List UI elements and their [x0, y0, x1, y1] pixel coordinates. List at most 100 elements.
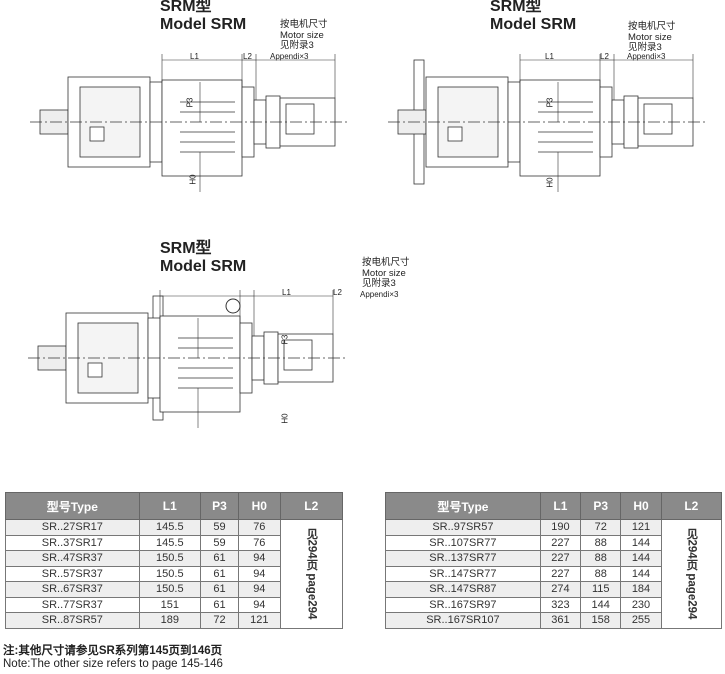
drawing-3 — [27, 289, 349, 429]
column-header: P3 — [199, 492, 240, 520]
column-header: L1 — [138, 492, 201, 520]
dim-l2: L2 — [333, 288, 342, 297]
footnote-cn: 注:其他尺寸请参见SR系列第145页到146页 — [3, 645, 223, 657]
table-cell: 150.5 — [138, 565, 201, 582]
dim-h0: H0 — [280, 413, 290, 424]
table-cell: 145.5 — [138, 519, 201, 536]
column-header: H0 — [238, 492, 281, 520]
table-cell: 94 — [238, 596, 281, 613]
dim-l2: L2 — [600, 52, 609, 61]
table-cell: 150.5 — [138, 550, 201, 567]
dim-h0: H0 — [188, 174, 198, 185]
table-cell: 227 — [539, 550, 582, 567]
table-cell: SR..27SR17 — [5, 519, 140, 536]
table-cell: 255 — [620, 612, 662, 629]
l2-note: 见294页 page294 — [305, 528, 318, 620]
table-cell: 61 — [199, 550, 240, 567]
technical-drawings — [27, 53, 709, 429]
table-cell: 151 — [138, 596, 201, 613]
column-header: L2 — [279, 492, 344, 520]
column-header: L2 — [660, 492, 723, 520]
table-cell: 61 — [199, 581, 240, 598]
table-cell: 61 — [199, 565, 240, 582]
table-cell: 76 — [238, 534, 281, 551]
dim-appendix: Appendi×3 — [360, 290, 399, 299]
table-cell: SR..97SR57 — [385, 519, 541, 536]
table-cell: 88 — [580, 534, 622, 551]
dim-p3: P3 — [545, 97, 555, 108]
column-header: 型号Type — [5, 492, 140, 520]
l2-note: 见294页 page294 — [685, 528, 698, 620]
column-header: H0 — [620, 492, 662, 520]
dim-h0: H0 — [545, 177, 555, 188]
table-cell: 88 — [580, 565, 622, 582]
dim-l2: L2 — [243, 52, 252, 61]
table-cell: 184 — [620, 581, 662, 598]
dim-p3: P3 — [185, 97, 195, 108]
table-cell: 230 — [620, 596, 662, 613]
table-cell: 144 — [620, 565, 662, 582]
table-cell: 115 — [580, 581, 622, 598]
table-cell: 150.5 — [138, 581, 201, 598]
table-cell: 323 — [539, 596, 582, 613]
table-cell: 144 — [620, 534, 662, 551]
table-cell: 227 — [539, 534, 582, 551]
table-cell: 144 — [580, 596, 622, 613]
table-cell: SR..77SR37 — [5, 596, 140, 613]
table-cell: SR..67SR37 — [5, 581, 140, 598]
footnote-en: Note:The other size refers to page 145-1… — [3, 658, 223, 670]
table-cell: 189 — [138, 612, 201, 629]
table-cell: 158 — [580, 612, 622, 629]
table-cell: SR..107SR77 — [385, 534, 541, 551]
table-cell: 94 — [238, 565, 281, 582]
drawing-2 — [387, 53, 709, 193]
table-cell: 61 — [199, 596, 240, 613]
table-cell: SR..37SR17 — [5, 534, 140, 551]
dim-appendix: Appendi×3 — [270, 52, 309, 61]
table-cell: SR..57SR37 — [5, 565, 140, 582]
table-cell: 144 — [620, 550, 662, 567]
l2-note-cell: 见294页 page294 — [660, 519, 723, 629]
dim-l1: L1 — [545, 52, 554, 61]
table-cell: SR..167SR97 — [385, 596, 541, 613]
drawing-1 — [29, 53, 351, 193]
table-cell: SR..147SR77 — [385, 565, 541, 582]
table-cell: 94 — [238, 581, 281, 598]
table-cell: SR..87SR57 — [5, 612, 140, 629]
table-cell: 76 — [238, 519, 281, 536]
column-header: P3 — [580, 492, 622, 520]
dim-l1: L1 — [190, 52, 199, 61]
table-cell: SR..137SR77 — [385, 550, 541, 567]
table-cell: 361 — [539, 612, 582, 629]
table-cell: 59 — [199, 519, 240, 536]
table-cell: 88 — [580, 550, 622, 567]
dim-p3: P3 — [280, 334, 290, 345]
table-cell: 72 — [580, 519, 622, 536]
table-cell: 145.5 — [138, 534, 201, 551]
table-cell: 59 — [199, 534, 240, 551]
table-cell: SR..147SR87 — [385, 581, 541, 598]
l2-note-cell: 见294页 page294 — [279, 519, 344, 629]
table-cell: 274 — [539, 581, 582, 598]
table-cell: SR..167SR107 — [385, 612, 541, 629]
column-header: L1 — [539, 492, 582, 520]
table-cell: 190 — [539, 519, 582, 536]
table-cell: 121 — [620, 519, 662, 536]
